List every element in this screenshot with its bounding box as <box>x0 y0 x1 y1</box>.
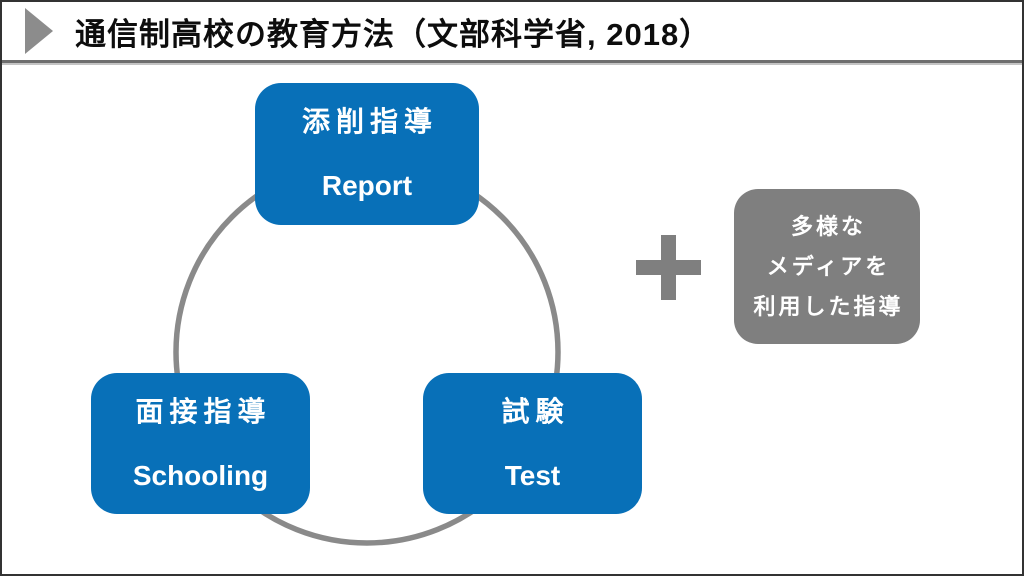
node-schooling-jp-label: 面接指導 <box>135 395 272 427</box>
node-report-en-label: Report <box>321 170 413 201</box>
plus-icon <box>636 235 701 300</box>
slide-title: 通信制高校の教育方法（文部科学省, 2018） <box>75 16 712 52</box>
right-triangle-icon <box>25 8 53 54</box>
node-test: 試験 Test <box>423 373 642 514</box>
node-test-en-label: Test <box>504 459 561 491</box>
media-box-line-3: 利用した指導 <box>753 293 904 319</box>
plus-icon-horizontal-bar <box>636 260 701 275</box>
node-report-jp-label: 添削指導 <box>301 106 438 137</box>
media-box-line-1: 多様な <box>790 213 866 239</box>
node-test-jp-label: 試験 <box>501 395 570 427</box>
media-box: 多様な メディアを 利用した指導 <box>734 189 920 344</box>
node-schooling: 面接指導 Schooling <box>91 373 310 514</box>
node-schooling-en-label: Schooling <box>132 459 269 491</box>
media-box-line-2: メディアを <box>766 253 891 279</box>
node-report: 添削指導 Report <box>255 83 479 225</box>
title-bar: 通信制高校の教育方法（文部科学省, 2018） <box>2 2 1022 63</box>
